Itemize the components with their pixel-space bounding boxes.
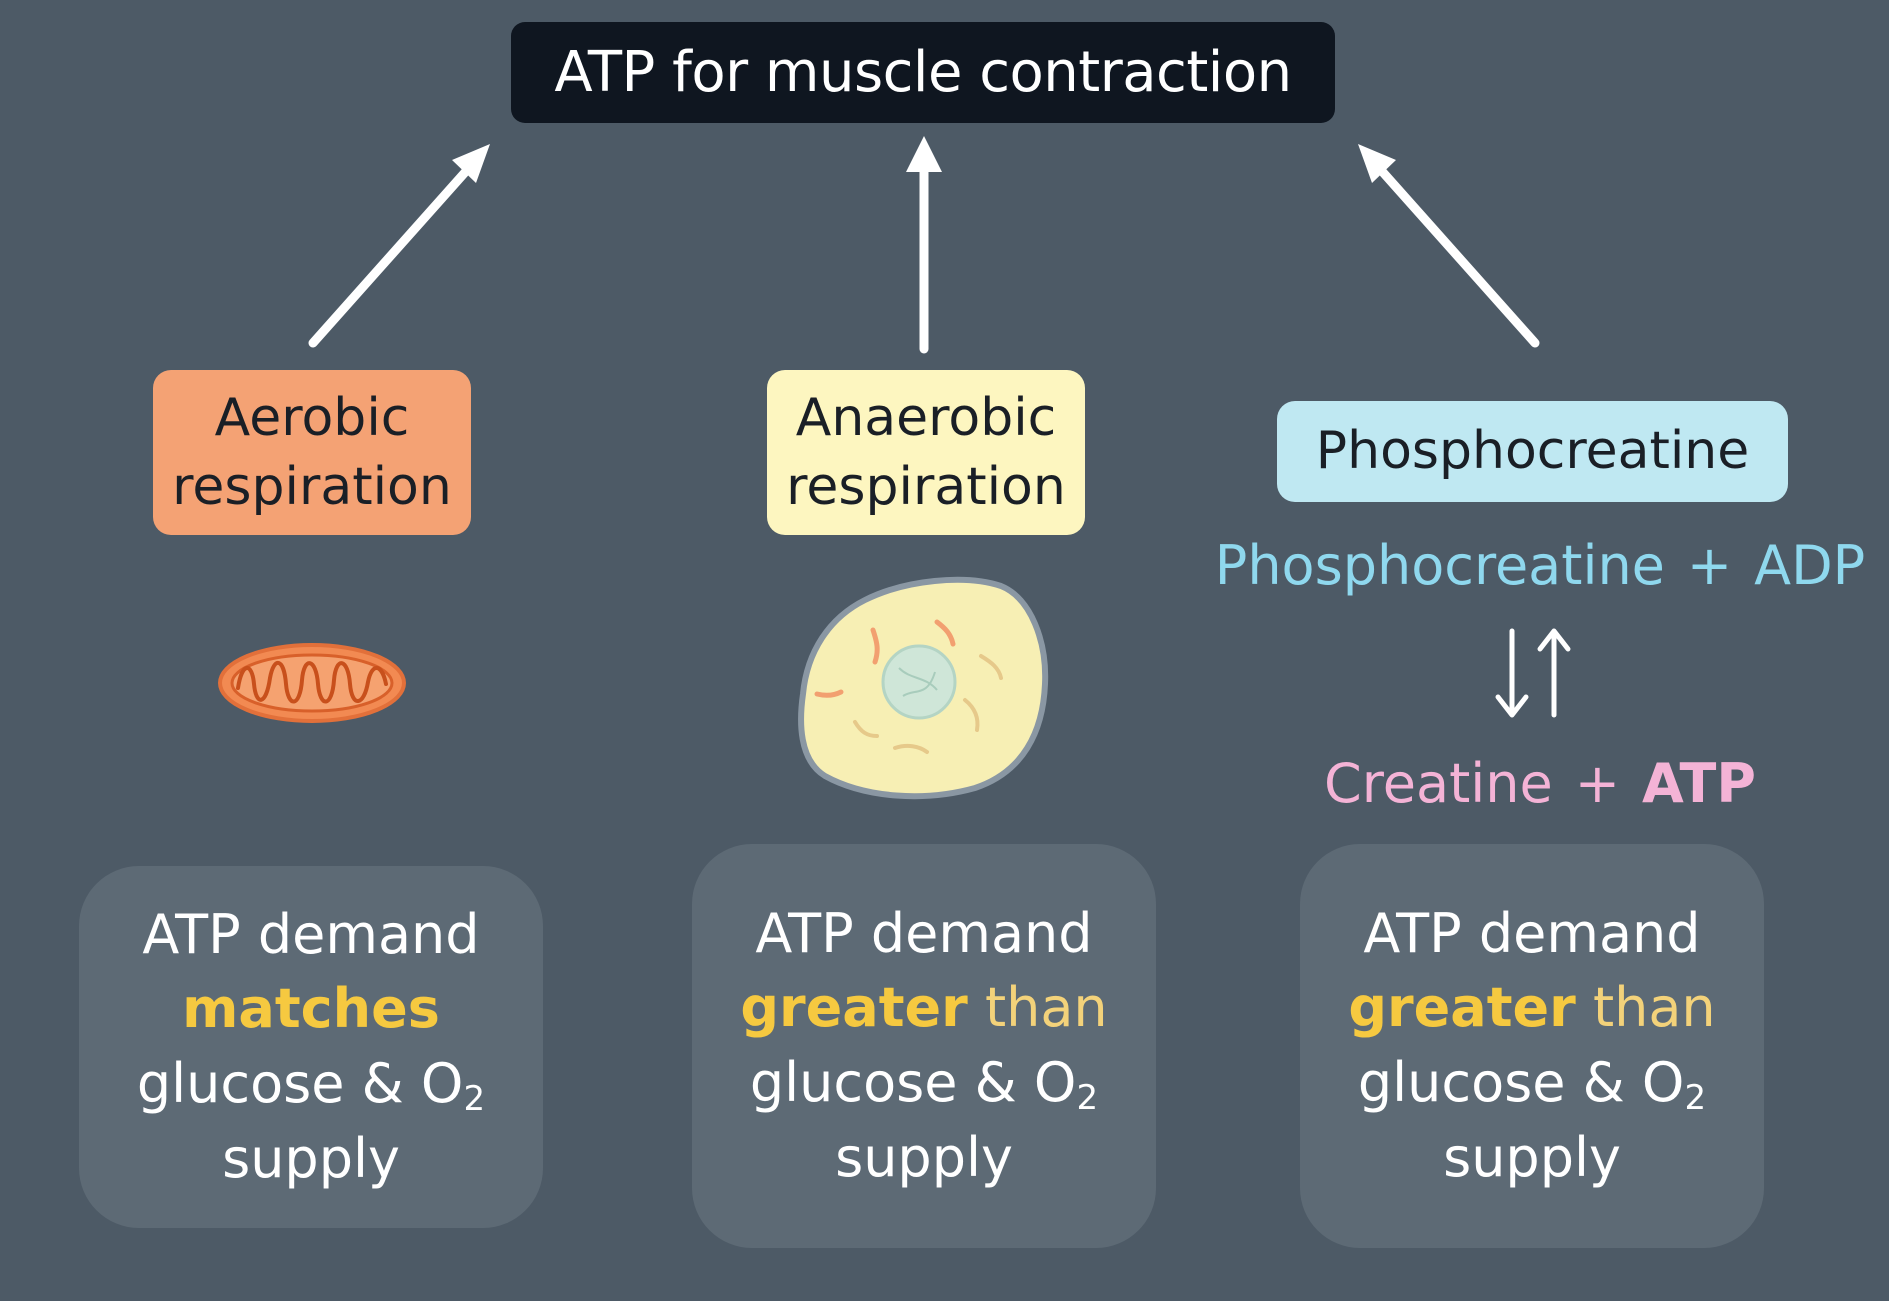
equation-reactants: Phosphocreatine + ADP: [1200, 534, 1880, 597]
equation-adp: ADP: [1754, 534, 1866, 597]
aerobic-line-2: respiration: [172, 456, 452, 517]
phosphocreatine-label: Phosphocreatine: [1315, 421, 1750, 482]
cell-icon: [798, 576, 1049, 800]
anaerobic-line-2: respiration: [786, 456, 1066, 517]
equation-products: Creatine + ATP: [1280, 752, 1800, 815]
demand-2-line-2: greater than: [740, 971, 1107, 1046]
demand-box-phosphocreatine: ATP demand greater than glucose & O2 sup…: [1300, 844, 1764, 1248]
equation-phosphocreatine: Phosphocreatine: [1214, 534, 1665, 597]
demand-2-rest: than: [984, 976, 1108, 1040]
demand-1-glucose: glucose & O: [136, 1052, 464, 1115]
demand-1-line-2: matches: [182, 972, 440, 1047]
arrowhead-phosphocreatine: [1358, 144, 1396, 183]
top-title: ATP for muscle contraction: [554, 40, 1292, 105]
demand-3-rest: than: [1592, 976, 1716, 1040]
aerobic-line-1: Aerobic: [214, 387, 410, 448]
demand-1-line-4: supply: [222, 1126, 400, 1190]
arrowhead-anaerobic: [906, 136, 942, 172]
equation-atp: ATP: [1641, 752, 1756, 815]
demand-3-line-2: greater than: [1348, 971, 1715, 1046]
demand-3-line-1: ATP demand: [1363, 901, 1701, 965]
demand-2-line-3: glucose & O2: [750, 1046, 1098, 1121]
demand-2-highlight: greater: [740, 976, 968, 1040]
demand-1-line-3: glucose & O2: [137, 1047, 485, 1122]
reversible-arrows-icon: [1495, 628, 1571, 718]
demand-1-highlight: matches: [182, 977, 440, 1041]
equation-plus-2: +: [1574, 752, 1620, 815]
demand-3-line-3: glucose & O2: [1358, 1046, 1706, 1121]
demand-box-anaerobic: ATP demand greater than glucose & O2 sup…: [692, 844, 1156, 1248]
demand-2-line-4: supply: [835, 1125, 1013, 1189]
anaerobic-respiration-box: Anaerobic respiration: [767, 370, 1085, 535]
demand-3-subscript: 2: [1684, 1078, 1707, 1118]
equation-plus-1: +: [1686, 534, 1733, 597]
demand-2-glucose: glucose & O: [749, 1051, 1077, 1114]
equation-creatine: Creatine: [1324, 752, 1553, 815]
demand-2-subscript: 2: [1076, 1078, 1099, 1118]
anaerobic-line-1: Anaerobic: [795, 387, 1057, 448]
demand-box-aerobic: ATP demand matches glucose & O2 supply: [79, 866, 543, 1228]
demand-3-glucose: glucose & O: [1357, 1051, 1685, 1114]
demand-2-line-1: ATP demand: [755, 901, 1093, 965]
arrow-aerobic-to-atp: [308, 155, 481, 348]
demand-3-highlight: greater: [1348, 976, 1576, 1040]
arrowhead-aerobic: [452, 144, 490, 183]
aerobic-respiration-box: Aerobic respiration: [153, 370, 471, 535]
demand-1-line-1: ATP demand: [142, 902, 480, 966]
demand-1-subscript: 2: [463, 1079, 486, 1119]
mitochondrion-icon: [218, 643, 406, 723]
phosphocreatine-box: Phosphocreatine: [1277, 401, 1788, 502]
arrow-phosphocreatine-to-atp: [1367, 155, 1540, 348]
demand-3-line-4: supply: [1443, 1125, 1621, 1189]
atp-muscle-contraction-box: ATP for muscle contraction: [511, 22, 1335, 123]
